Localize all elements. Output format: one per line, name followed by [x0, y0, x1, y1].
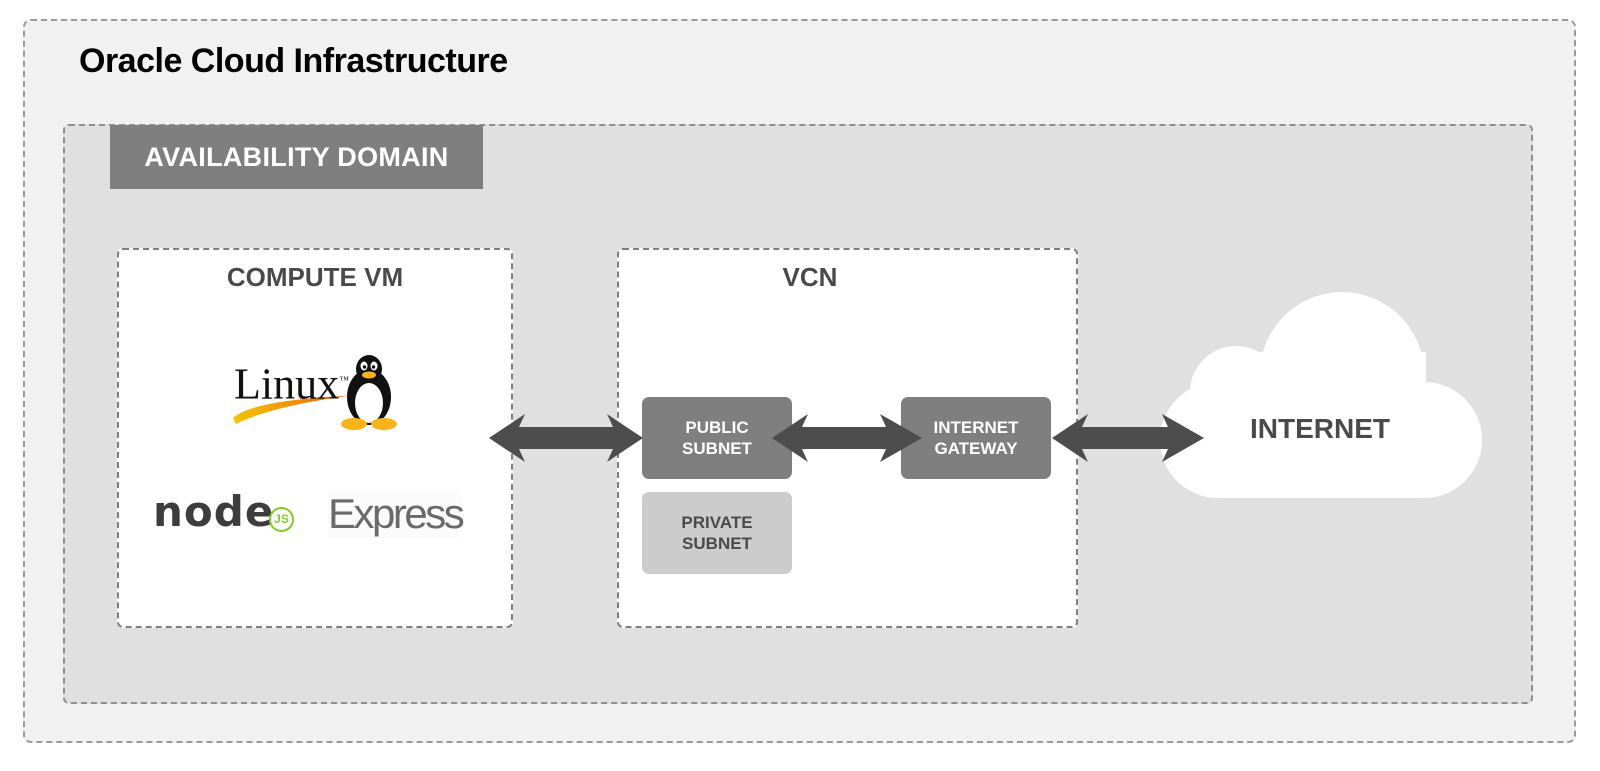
- linux-tux-icon: [336, 353, 402, 431]
- compute-vm-box: [117, 248, 513, 628]
- availability-domain-label: AVAILABILITY DOMAIN: [144, 141, 449, 172]
- linux-logo: [228, 352, 408, 432]
- double-arrow-icon: [1052, 414, 1204, 462]
- linux-text: Linux: [234, 359, 340, 409]
- internet-gateway-line1: INTERNET: [933, 418, 1019, 437]
- public-subnet-line2: SUBNET: [682, 439, 752, 458]
- linux-trademark: ™: [339, 375, 349, 386]
- nodejs-js-badge: JS: [269, 507, 294, 532]
- public-subnet-line1: PUBLIC: [685, 418, 749, 437]
- arrow-compute-public-subnet: [489, 414, 643, 462]
- public-subnet: PUBLIC SUBNET: [642, 397, 792, 479]
- internet-label: INTERNET: [1250, 413, 1390, 444]
- arrow-public-subnet-gateway: [772, 414, 922, 462]
- arrow-gateway-internet: [1052, 414, 1204, 462]
- private-subnet-line2: SUBNET: [682, 534, 752, 553]
- internet-gateway: INTERNET GATEWAY: [901, 397, 1051, 479]
- double-arrow-icon: [772, 414, 922, 462]
- internet-cloud-icon: [1160, 292, 1482, 504]
- vcn-title: VCN: [782, 262, 838, 292]
- private-subnet-line1: PRIVATE: [681, 513, 753, 532]
- linux-swoosh-icon: [233, 396, 348, 424]
- private-subnet: PRIVATE SUBNET: [642, 492, 792, 574]
- linux-wordmark: Linux™: [234, 356, 349, 410]
- double-arrow-icon: [489, 414, 643, 462]
- nodejs-logo-icon: node: [153, 488, 274, 536]
- internet-gateway-line2: GATEWAY: [934, 439, 1018, 458]
- region-title: Oracle Cloud Infrastructure: [79, 42, 508, 80]
- availability-domain-tab: AVAILABILITY DOMAIN: [110, 125, 483, 189]
- compute-vm-title: COMPUTE VM: [226, 262, 404, 292]
- express-logo-icon: Express: [328, 490, 465, 538]
- express-wordmark: Express: [328, 490, 465, 537]
- node-wordmark: node: [153, 487, 275, 536]
